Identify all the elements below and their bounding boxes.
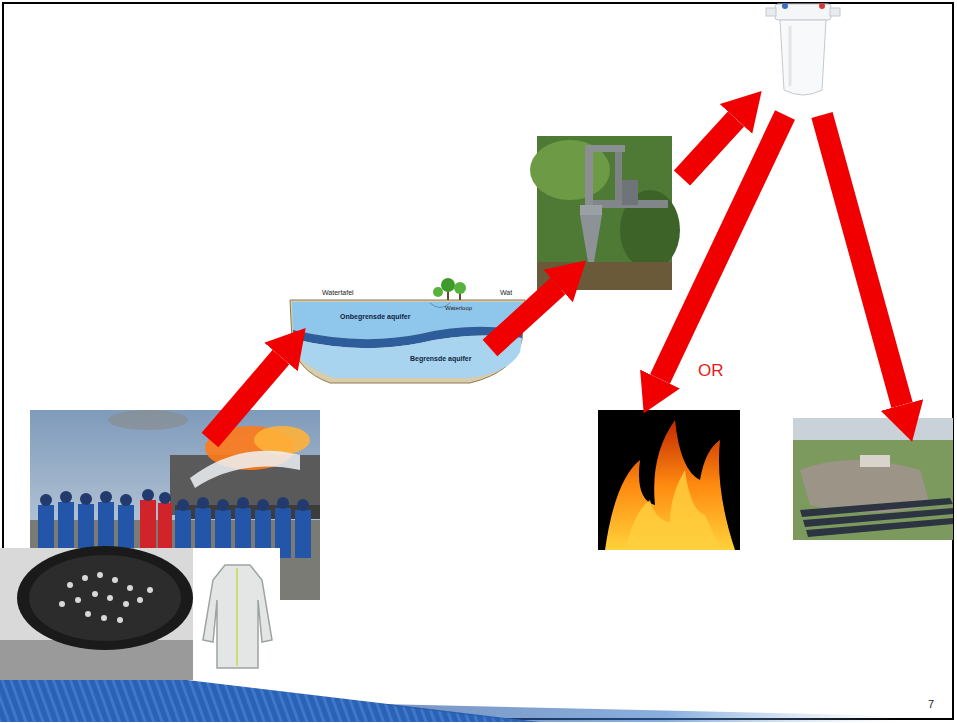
choice-label: OR: [698, 362, 724, 381]
frying-pan-photo: [0, 546, 195, 680]
aquifer-label: Wat: [500, 289, 512, 297]
aquifer-label: Waterloop: [445, 305, 472, 312]
page-number: 7: [928, 698, 934, 710]
flow-arrows: [210, 115, 902, 440]
slide-border: [3, 3, 953, 719]
fire-photo: [598, 410, 740, 550]
aquifer-label: Onbegrensde aquifer: [340, 313, 410, 321]
aquifer-label: Watertafel: [322, 289, 354, 297]
aquifer-label: Begrensde aquifer: [410, 355, 471, 363]
water-filter-housing: [766, 3, 840, 95]
rain-jacket-photo: [193, 548, 280, 680]
landfill-photo: [793, 418, 953, 540]
well-pump-photo: [530, 136, 680, 290]
